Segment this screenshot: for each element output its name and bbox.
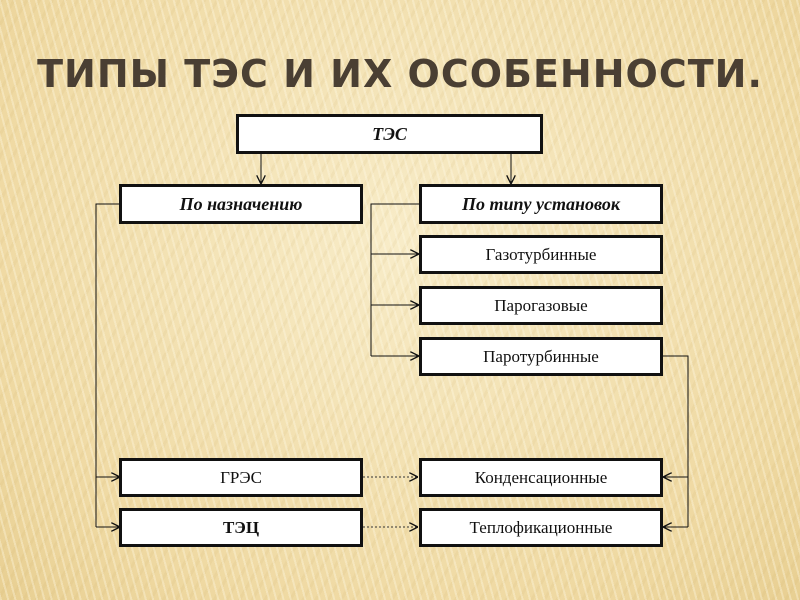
line-installation-bracket [370,203,420,356]
node-condensing: Конденсационные [419,458,663,497]
node-gas-turbine: Газотурбинные [419,235,663,274]
line-purpose-bracket [95,203,121,527]
node-heating: Теплофикационные [419,508,663,547]
node-root: ТЭС [236,114,543,154]
line-steam-bracket [662,355,689,527]
node-by-purpose: По назначению [119,184,363,224]
node-combined-cycle: Парогазовые [419,286,663,325]
node-steam-turbine: Паротурбинные [419,337,663,376]
node-tec: ТЭЦ [119,508,363,547]
slide-title: ТИПЫ ТЭС И ИХ ОСОБЕННОСТИ. [37,52,763,96]
node-gres: ГРЭС [119,458,363,497]
node-by-installation: По типу установок [419,184,663,224]
